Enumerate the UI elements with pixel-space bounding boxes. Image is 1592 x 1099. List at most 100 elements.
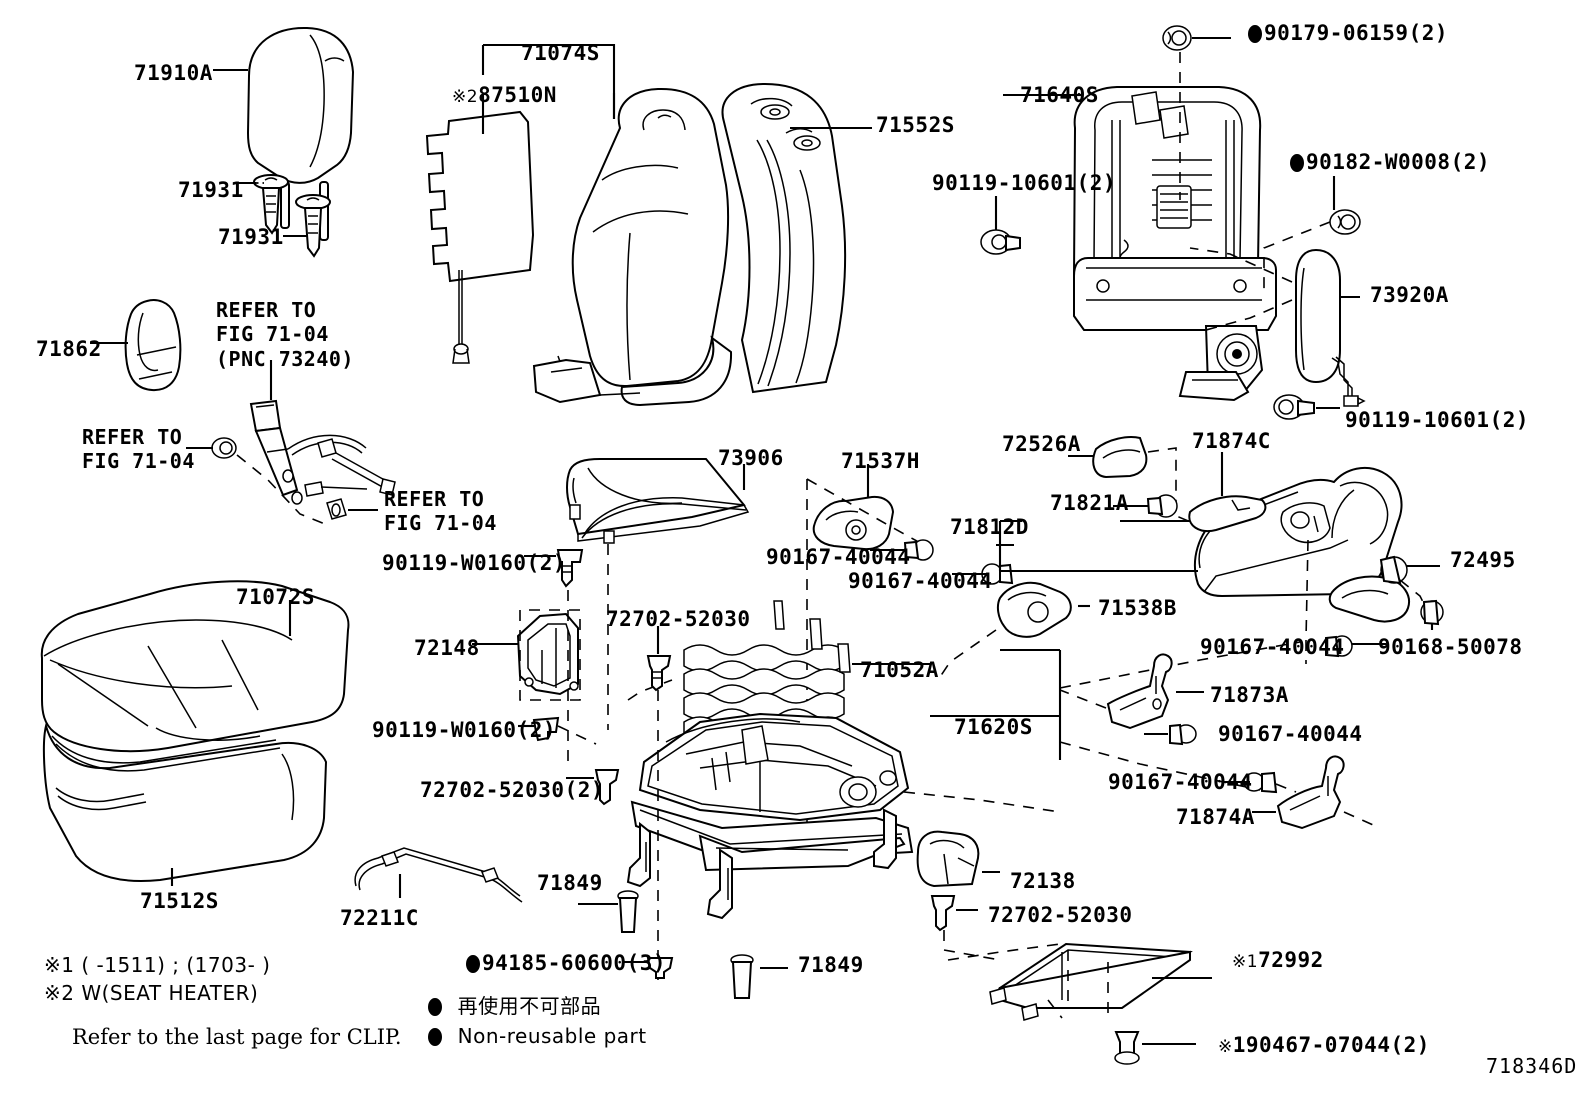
floor-cover-72992 xyxy=(947,942,1212,1021)
non-reusable-bullet-icon xyxy=(1290,154,1304,172)
part-label-90119-w0160-lower: 90119-W0160(2) xyxy=(372,719,556,741)
part-label-72138: 72138 xyxy=(1010,870,1076,892)
part-label-72992-text: 72992 xyxy=(1258,948,1324,972)
part-label-72138-text: 72138 xyxy=(1010,869,1076,893)
part-label-71074s: 71074S xyxy=(521,42,600,64)
refer-note-right-line-0: REFER TO xyxy=(384,487,485,511)
refer-note-left-line-0: REFER TO xyxy=(82,425,183,449)
bolt-72702-52030-b xyxy=(566,769,620,806)
part-label-90167-40044-e-text: 90167-40044 xyxy=(1108,770,1253,794)
part-label-72702-52030-a-text: 72702-52030 xyxy=(606,607,751,631)
part-label-71873a-text: 71873A xyxy=(1210,683,1289,707)
seat-belt-buckle-assembly xyxy=(186,360,396,525)
headrest-71910a xyxy=(213,26,355,241)
part-label-71849-b-text: 71849 xyxy=(798,953,864,977)
bolt-90119-10601-lower xyxy=(1273,394,1340,420)
wire-72211c xyxy=(354,847,523,903)
part-label-71873a: 71873A xyxy=(1210,684,1289,706)
part-label-71052a: 71052A xyxy=(860,659,939,681)
bolt-71931-upper xyxy=(238,174,289,235)
part-label-90119-10601-upper: 90119-10601(2) xyxy=(932,172,1116,194)
bolt-72702-52030-a xyxy=(646,626,672,980)
part-label-71931-lower-text: 71931 xyxy=(218,225,284,249)
seat-frame-71620s xyxy=(626,641,1301,920)
part-label-90167-40044-c-text: 90167-40044 xyxy=(1200,635,1345,659)
part-label-71072s-text: 71072S xyxy=(236,585,315,609)
part-label-71862: 71862 xyxy=(36,338,102,360)
part-label-71931-upper-text: 71931 xyxy=(178,178,244,202)
screw-90167-40044-e xyxy=(1224,771,1297,794)
part-label-71821a-text: 71821A xyxy=(1050,491,1129,515)
part-label-72495-text: 72495 xyxy=(1450,548,1516,572)
part-label-72148: 72148 xyxy=(414,637,480,659)
part-label-71931-upper: 71931 xyxy=(178,179,244,201)
bolt-71849-b xyxy=(730,954,788,999)
part-label-71849-a-text: 71849 xyxy=(537,871,603,895)
screw-90167-40044-c xyxy=(1325,635,1353,658)
part-label-71640s: 71640S xyxy=(1020,84,1099,106)
part-label-90179-06159-text: 90179-06159(2) xyxy=(1264,21,1449,45)
bolt-90119-w0160-upper xyxy=(524,549,584,770)
part-label-71862-text: 71862 xyxy=(36,337,102,361)
part-label-90167-40044-e: 90167-40044 xyxy=(1108,771,1253,793)
part-label-72526a-text: 72526A xyxy=(1002,432,1081,456)
screw-90167-40044-b xyxy=(952,563,1014,585)
part-label-90168-50078-text: 90168-50078 xyxy=(1378,635,1523,659)
non-reusable-bullet-icon xyxy=(466,955,480,973)
knob-72495 xyxy=(1328,555,1440,623)
footnote-marker: ※1 xyxy=(1232,952,1259,972)
part-label-90119-10601-lower-text: 90119-10601(2) xyxy=(1345,408,1530,432)
part-label-73906: 73906 xyxy=(718,447,784,469)
hook-71873a xyxy=(1059,653,1204,730)
part-label-90168-50078: 90168-50078 xyxy=(1378,636,1523,658)
part-label-71537h: 71537H xyxy=(841,450,920,472)
legend-row-jp: 再使用不可部品 xyxy=(428,996,601,1017)
side-airbag-73920a xyxy=(1189,247,1366,407)
side-shield-71812d xyxy=(996,466,1403,664)
part-label-72702-52030-b-text: 72702-52030(2) xyxy=(420,778,605,802)
legend-label-jp: 再使用不可部品 xyxy=(457,994,602,1018)
part-label-71552s-text: 71552S xyxy=(876,113,955,137)
seatback-frame-71640s xyxy=(1003,86,1277,402)
legend-row-en: Non-reusable part xyxy=(428,1026,646,1047)
part-label-90179-06159: 90179-06159(2) xyxy=(1248,22,1448,44)
part-label-90119-10601-upper-text: 90119-10601(2) xyxy=(932,171,1117,195)
part-label-190467-07044-text: 190467-07044(2) xyxy=(1232,1033,1430,1057)
non-reusable-marker-icon xyxy=(428,998,442,1016)
footnote-2: ※2 W(SEAT HEATER) xyxy=(44,981,259,1005)
part-label-72526a: 72526A xyxy=(1002,433,1081,455)
part-label-87510n: ※287510N xyxy=(452,84,557,107)
legend-label-en: Non-reusable part xyxy=(457,1024,647,1048)
lever-71538b xyxy=(937,581,1090,681)
part-label-71072s: 71072S xyxy=(236,586,315,608)
part-label-90167-40044-b: 90167-40044 xyxy=(848,570,993,592)
clip-190467-07044 xyxy=(1114,1031,1196,1065)
part-label-71849-b: 71849 xyxy=(798,954,864,976)
part-label-71910a: 71910A xyxy=(134,62,213,84)
part-label-71812d-text: 71812D xyxy=(950,515,1029,539)
hook-71874a xyxy=(1252,755,1381,830)
part-label-87510n-text: 87510N xyxy=(478,83,557,107)
part-label-71537h-text: 71537H xyxy=(841,449,920,473)
bolt-90119-w0160-lower xyxy=(518,716,597,745)
part-label-90119-10601-lower: 90119-10601(2) xyxy=(1345,409,1529,431)
refer-note-left-line-1: FIG 71-04 xyxy=(82,449,195,474)
part-label-73920a-text: 73920A xyxy=(1370,283,1449,307)
part-label-90167-40044-d-text: 90167-40044 xyxy=(1218,722,1363,746)
footnote-marker: ※2 xyxy=(452,87,479,107)
part-label-71620s-text: 71620S xyxy=(954,715,1033,739)
cover-71862 xyxy=(90,299,182,392)
part-label-90182-w0008-text: 90182-W0008(2) xyxy=(1306,150,1491,174)
part-label-72992: ※172992 xyxy=(1232,949,1324,972)
refer-note-right-line-1: FIG 71-04 xyxy=(384,511,497,536)
part-label-90182-w0008: 90182-W0008(2) xyxy=(1290,151,1490,173)
part-label-71620s: 71620S xyxy=(954,716,1033,738)
part-label-72702-52030-c-text: 72702-52030 xyxy=(988,903,1133,927)
part-label-71874c-text: 71874C xyxy=(1192,429,1271,453)
diagram-id: 718346D xyxy=(1486,1054,1578,1078)
part-label-90167-40044-c: 90167-40044 xyxy=(1200,636,1345,658)
part-label-94185-60600-text: 94185-60600(3) xyxy=(482,951,667,975)
